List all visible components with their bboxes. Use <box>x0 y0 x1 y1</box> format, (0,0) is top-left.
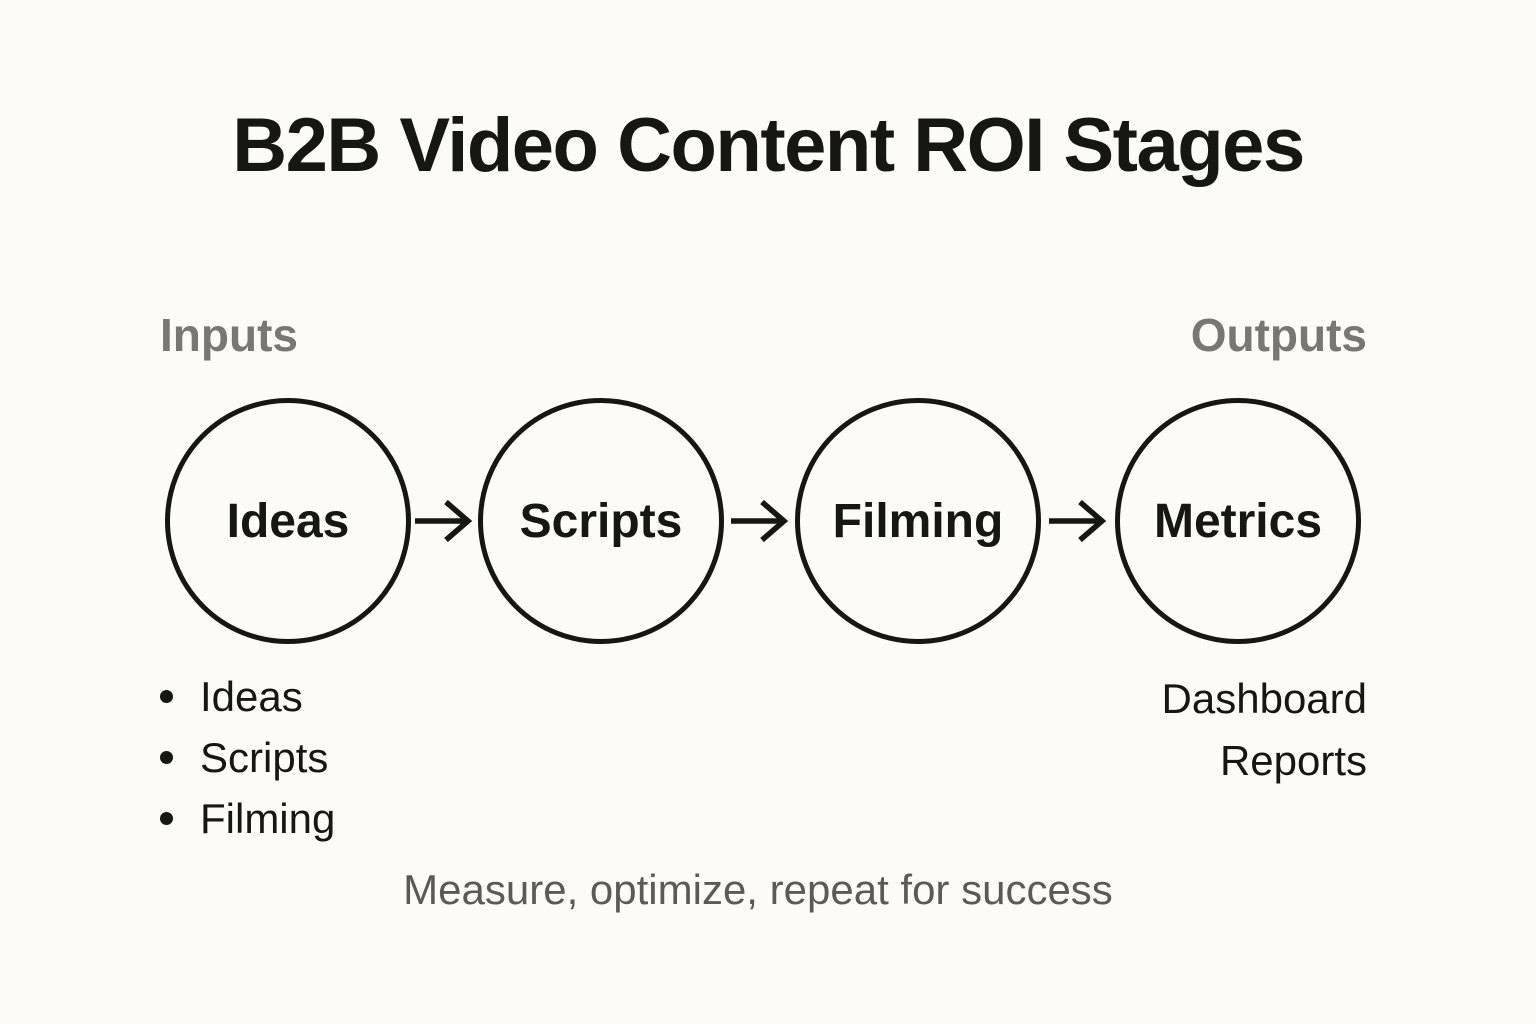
arrow-right-icon <box>1046 491 1110 551</box>
list-item: Reports <box>1219 737 1367 784</box>
stage-circle-metrics: Metrics <box>1115 398 1361 644</box>
stage-label: Metrics <box>1153 494 1323 548</box>
stage-label: Filming <box>832 494 1004 548</box>
footer-caption: Measure, optimize, repeat for success <box>403 866 1113 913</box>
arrow-right-icon <box>728 491 792 551</box>
arrow-right-icon <box>412 491 476 551</box>
inputs-list: Ideas Scripts Filming <box>160 666 335 849</box>
list-item: Dashboard <box>1161 675 1367 722</box>
list-item: Ideas <box>160 666 335 727</box>
list-item-label: Ideas <box>200 672 303 720</box>
list-item-label: Filming <box>200 794 336 842</box>
outputs-list: Dashboard Reports <box>1162 668 1367 792</box>
list-item-label: Scripts <box>200 733 329 781</box>
stage-label: Scripts <box>519 494 683 548</box>
list-item: Filming <box>160 788 335 849</box>
stage-label: Ideas <box>226 494 350 548</box>
stage-circle-scripts: Scripts <box>478 398 724 644</box>
bullet-icon <box>160 751 173 764</box>
bullet-icon <box>160 812 173 825</box>
bullet-icon <box>160 690 173 703</box>
outputs-zone-label: Outputs <box>1190 309 1367 361</box>
list-item: Scripts <box>160 727 335 788</box>
stage-circle-ideas: Ideas <box>165 398 411 644</box>
stage-circle-filming: Filming <box>795 398 1041 644</box>
inputs-zone-label: Inputs <box>160 309 298 361</box>
page-title: B2B Video Content ROI Stages <box>232 103 1305 188</box>
